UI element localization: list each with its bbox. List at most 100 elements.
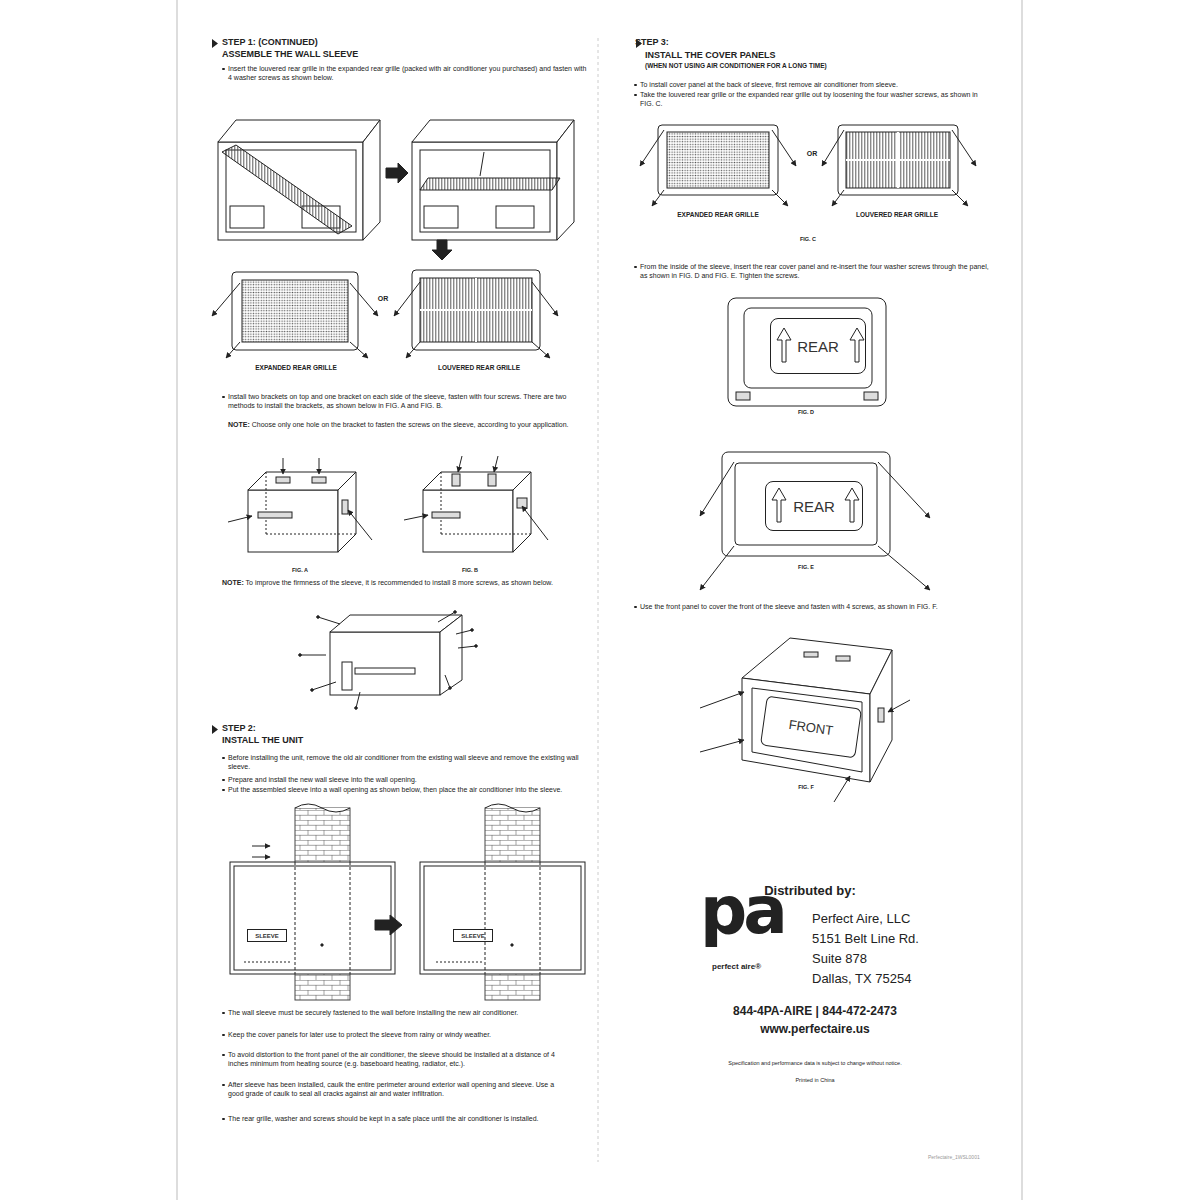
illustration-part	[777, 328, 791, 362]
text: FIG. F	[798, 784, 814, 790]
illustration-part	[772, 190, 788, 206]
illustration-part	[836, 656, 850, 661]
text: Before installing the unit, remove the o…	[228, 754, 581, 770]
text: Dallas, TX 75254	[812, 971, 912, 986]
illustration-part	[838, 125, 958, 195]
instruction-text: Insert the louvered rear grille in the e…	[228, 64, 590, 82]
step-heading: INSTALL THE COVER PANELS	[645, 50, 1005, 62]
illustration-part	[722, 452, 890, 556]
or-label: OR	[368, 294, 398, 303]
text: Printed in China	[795, 1077, 834, 1083]
sleeve-front-view	[700, 638, 910, 802]
illustration-part	[350, 862, 351, 974]
bullet-dot	[222, 68, 225, 71]
instruction-text: Keep the cover panels for later use to p…	[228, 1030, 558, 1039]
address-line: 5151 Belt Line Rd.	[812, 930, 1012, 947]
illustration-part	[845, 488, 859, 522]
step-heading: STEP 2:	[222, 723, 592, 735]
rear-cover-panel: REAR	[765, 481, 863, 531]
illustration-part	[658, 125, 778, 195]
figure-number: FIG. E	[781, 564, 831, 571]
text: NOTE:	[228, 421, 250, 428]
bullet-dot	[222, 779, 225, 782]
illustration-part	[485, 804, 540, 812]
step-heading: INSTALL THE UNIT	[222, 735, 592, 747]
bullet-dot	[222, 1034, 225, 1037]
illustration-part	[452, 474, 460, 486]
illustration-part	[878, 708, 884, 722]
illustration-part	[449, 687, 452, 690]
illustration-part	[242, 280, 348, 342]
text: FIG. E	[798, 564, 814, 570]
illustration-part	[485, 862, 486, 974]
node-text: SLEEVE	[255, 933, 279, 939]
node-text: SLEEVE	[461, 933, 485, 939]
text: EXPANDED REAR GRILLE	[255, 364, 337, 371]
illustration-part	[598, 38, 599, 1162]
note-text: NOTE: To improve the firmness of the sle…	[222, 578, 590, 587]
text: 5151 Belt Line Rd.	[812, 931, 919, 946]
instruction-text: Take the louvered rear grille or the exp…	[640, 90, 990, 108]
illustration-part	[700, 462, 734, 516]
illustration-part	[356, 692, 360, 708]
text: LOUVERED REAR GRILLE	[438, 364, 520, 371]
illustration-part	[744, 308, 872, 388]
step-subheading: (WHEN NOT USING AIR CONDITIONER FOR A LO…	[645, 62, 1005, 71]
illustration-part	[471, 629, 474, 632]
illustration-part	[822, 130, 844, 166]
illustration-part	[234, 866, 391, 970]
bullet-dot	[222, 757, 225, 760]
instruction-text: From the inside of the sleeve, insert th…	[640, 262, 990, 280]
illustration-part	[700, 546, 734, 590]
disclaimer: Specification and performance data is su…	[635, 1060, 995, 1067]
text: FIG. B	[462, 567, 478, 573]
illustration-part	[228, 516, 252, 522]
illustration-part	[897, 132, 899, 188]
illustration-part	[494, 456, 498, 472]
illustration-part	[266, 534, 356, 535]
figure-number: FIG. D	[781, 409, 831, 416]
illustration-part	[700, 692, 744, 708]
illustration-part	[266, 472, 267, 534]
text: Install two brackets on top and one brac…	[228, 393, 568, 409]
illustration-part	[850, 328, 864, 362]
illustration-part	[834, 776, 850, 802]
illustration-part	[454, 611, 457, 614]
text: The wall sleeve must be securely fastene…	[228, 1009, 518, 1016]
illustration-part	[832, 190, 844, 206]
wall-section	[230, 804, 395, 1000]
website: www.perfectaire.us	[655, 1022, 975, 1038]
illustration-part	[299, 654, 302, 657]
instruction-text: Install two brackets on top and one brac…	[228, 392, 590, 410]
instruction-text: Use the front panel to cover the front o…	[640, 602, 990, 611]
text: FIG. A	[292, 567, 308, 573]
illustration-part	[513, 472, 531, 552]
page-frame	[177, 0, 1022, 1200]
illustration-part	[846, 132, 950, 188]
illustration-part	[177, 0, 178, 1200]
illustration-part	[804, 652, 818, 657]
illustration-part	[258, 512, 292, 518]
illustration-part	[420, 178, 560, 190]
text: FIG. C	[800, 236, 816, 242]
text: ASSEMBLE THE WALL SLEEVE	[222, 49, 358, 59]
illustration-part	[700, 740, 744, 752]
illustration-part	[496, 206, 534, 228]
sleeve-box	[218, 120, 380, 240]
illustration-part	[420, 150, 550, 232]
illustration-part	[752, 688, 862, 772]
text: Take the louvered rear grille or the exp…	[640, 91, 980, 107]
bullet-dot	[634, 266, 637, 269]
illustration-part	[318, 617, 340, 624]
instruction-text: To avoid distortion to the front panel o…	[228, 1050, 558, 1068]
or-label: OR	[797, 149, 827, 158]
instruction-text: The wall sleeve must be securely fastene…	[228, 1008, 558, 1017]
text: OR	[378, 295, 389, 302]
figure-label: EXPANDED REAR GRILLE	[648, 211, 788, 220]
text: STEP 2:	[222, 723, 256, 733]
illustration-part	[441, 534, 531, 535]
illustration-part	[212, 39, 218, 48]
text: www.perfectaire.us	[760, 1022, 870, 1036]
text: Use the front panel to cover the front o…	[640, 603, 938, 610]
illustration-part	[342, 500, 348, 514]
